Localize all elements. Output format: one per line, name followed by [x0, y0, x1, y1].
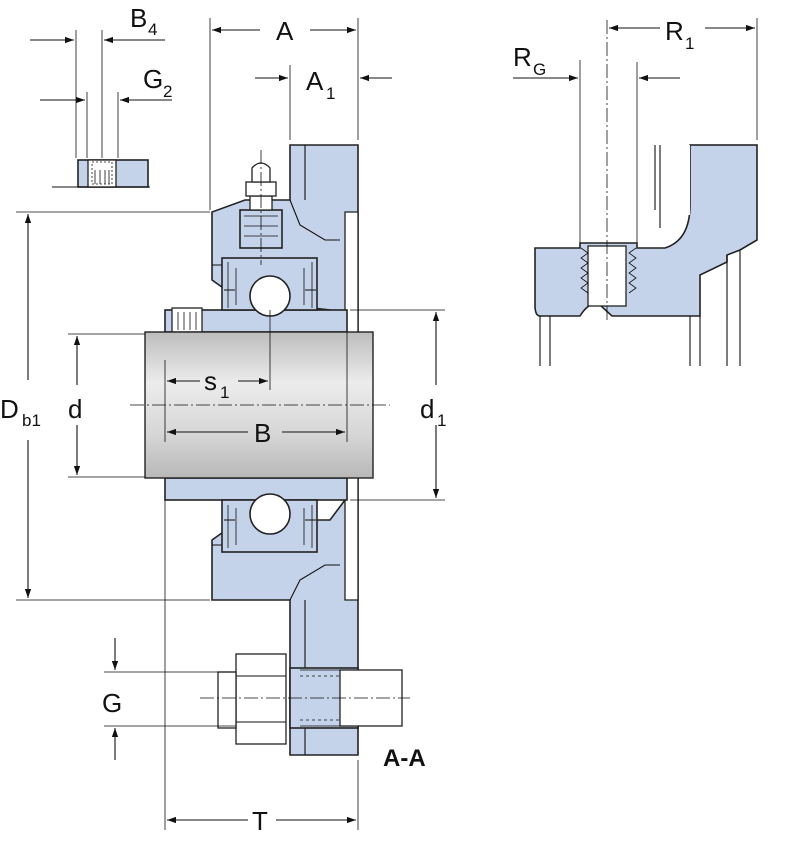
label-d1: d: [420, 394, 434, 424]
label-Db1: D: [0, 394, 19, 424]
setscrew-detail: [52, 159, 150, 188]
label-RG: R: [513, 42, 532, 72]
grease-hole-detail: [534, 20, 758, 366]
label-G: G: [102, 688, 122, 718]
dim-B: B: [167, 332, 348, 448]
label-RG-sub: G: [533, 60, 546, 79]
label-R1: R: [665, 16, 684, 46]
label-B4: B: [130, 3, 147, 33]
dim-B4: B 4: [30, 3, 165, 158]
label-B: B: [254, 418, 271, 448]
dim-A1: A 1: [255, 65, 392, 140]
label-A1-sub: 1: [326, 84, 335, 103]
label-G2-sub: 2: [163, 82, 172, 101]
label-s1: s: [204, 366, 217, 396]
label-d: d: [68, 394, 82, 424]
label-s1-sub: 1: [220, 383, 229, 402]
ball-lower: [249, 493, 291, 535]
label-d1-sub: 1: [437, 411, 446, 430]
dim-d1: d 1: [350, 309, 446, 501]
dim-T: T: [164, 500, 359, 836]
dim-d: d: [68, 333, 145, 478]
label-Db1-sub: b1: [22, 411, 41, 430]
dim-G2: G 2: [40, 64, 172, 158]
label-A: A: [276, 16, 294, 46]
dim-A: A: [209, 16, 359, 210]
label-B4-sub: 4: [148, 20, 157, 39]
label-R1-sub: 1: [685, 34, 694, 53]
grease-nipple: [239, 150, 283, 265]
label-G2: G: [143, 64, 163, 94]
dim-Db1: D b1: [0, 211, 210, 601]
dim-G: G: [102, 638, 236, 760]
section-label: A-A: [383, 745, 426, 772]
label-T: T: [252, 806, 268, 836]
dim-s1: s 1: [164, 310, 271, 442]
inner-ring-setscrew: [171, 307, 203, 333]
mounting-bolt: [200, 653, 410, 745]
dim-RG: R G: [513, 42, 680, 243]
label-A1: A: [306, 66, 324, 96]
dim-R1: R 1: [609, 16, 758, 140]
